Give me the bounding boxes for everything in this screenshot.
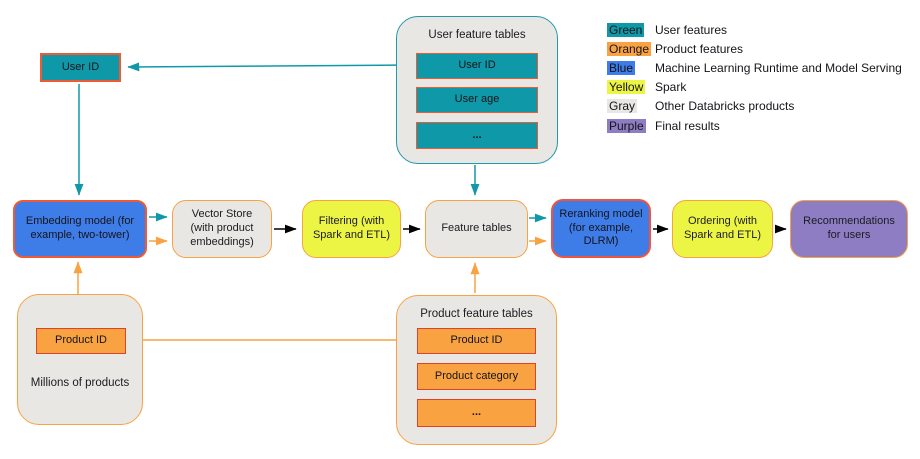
ordering-node: Ordering (with Spark and ETL)	[672, 200, 773, 258]
product-feature-row-product-id: Product ID	[417, 328, 536, 354]
reranking-model-node: Reranking model (for example, DLRM)	[551, 199, 651, 258]
legend-swatch-green: Green	[607, 22, 645, 37]
recommendations-node: Recommendations for users	[790, 200, 908, 258]
product-feature-row-more: ...	[417, 399, 536, 427]
feature-tables-node: Feature tables	[425, 200, 528, 258]
legend-item-gray: Gray Other Databricks products	[607, 97, 902, 116]
product-feature-tables-title: Product feature tables	[420, 308, 533, 320]
user-id-node: User ID	[40, 53, 121, 82]
user-feature-row-user-id: User ID	[416, 53, 538, 79]
user-feature-row-user-age: User age	[416, 87, 538, 113]
legend: Green User features Orange Product featu…	[607, 20, 902, 135]
user-feature-tables-title: User feature tables	[428, 29, 526, 41]
millions-product-id-node: Product ID	[36, 328, 126, 354]
legend-label-orange: Product features	[655, 41, 744, 56]
legend-item-orange: Orange Product features	[607, 39, 902, 58]
legend-label-purple: Final results	[655, 118, 720, 133]
vector-store-node: Vector Store (with product embeddings)	[172, 200, 272, 258]
millions-of-products-container: Product ID Millions of products	[17, 294, 143, 425]
legend-item-green: Green User features	[607, 20, 902, 39]
legend-label-green: User features	[655, 22, 728, 37]
legend-swatch-gray: Gray	[607, 99, 638, 114]
user-feature-row-more: ...	[416, 122, 538, 149]
legend-item-purple: Purple Final results	[607, 116, 902, 135]
legend-swatch-blue: Blue	[607, 60, 636, 75]
product-feature-tables-container: Product feature tables Product ID Produc…	[396, 295, 557, 445]
legend-swatch-orange: Orange	[607, 41, 652, 56]
filtering-node: Filtering (with Spark and ETL)	[302, 200, 401, 258]
legend-label-gray: Other Databricks products	[655, 99, 795, 114]
legend-item-blue: Blue Machine Learning Runtime and Model …	[607, 58, 902, 77]
legend-swatch-yellow: Yellow	[607, 80, 646, 95]
product-feature-row-category: Product category	[417, 363, 536, 390]
embedding-model-node: Embedding model (for example, two-tower)	[13, 200, 147, 258]
legend-label-blue: Machine Learning Runtime and Model Servi…	[655, 60, 902, 75]
millions-of-products-caption: Millions of products	[30, 377, 130, 389]
legend-swatch-purple: Purple	[607, 118, 646, 133]
user-feature-tables-container: User feature tables User ID User age ...	[396, 16, 558, 164]
arrow-userid-userfeatures-bidirectional	[127, 60, 410, 72]
legend-label-yellow: Spark	[655, 80, 687, 95]
legend-item-yellow: Yellow Spark	[607, 78, 902, 97]
